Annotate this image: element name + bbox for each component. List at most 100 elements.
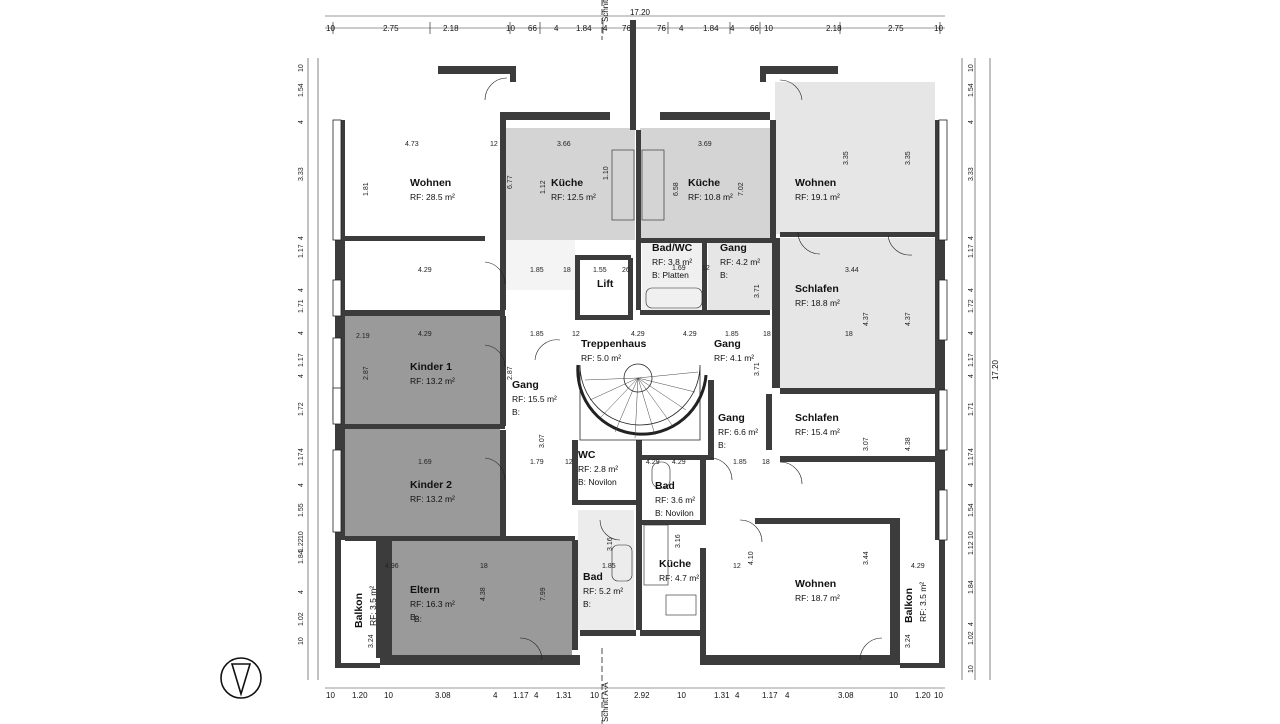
room-area: RF: 10.8 m² — [688, 192, 733, 202]
dimension-value: 1.71 — [298, 299, 305, 313]
interior-dimension: 26 — [622, 267, 630, 274]
room-name: Bad — [583, 571, 603, 583]
dimension-value: 10 — [298, 64, 305, 72]
dimension-value: 10 — [677, 691, 686, 700]
room-name-balkon-east: Balkon — [903, 588, 915, 623]
dimension-value: 66 — [750, 24, 759, 33]
dimension-value: 2.18 — [443, 24, 459, 33]
room-name: Eltern — [410, 584, 440, 596]
dimension-value: 10 — [326, 24, 335, 33]
room-area-balkon-west: RF: 3.5 m² — [368, 586, 378, 626]
room-area: RF: 18.8 m² — [795, 298, 840, 308]
dimension-value: 1.31 — [714, 691, 730, 700]
dimension-value: 1.17 — [513, 691, 529, 700]
dimension-value: 4 — [534, 691, 539, 700]
room-floor-balkon-west: B: — [414, 614, 422, 624]
interior-dimension: 3.07 — [863, 437, 870, 451]
north-arrow — [220, 657, 262, 699]
dimension-value: 2.75 — [888, 24, 904, 33]
room-area: RF: 4.1 m² — [714, 353, 754, 363]
room-name-balkon-west: Balkon — [353, 593, 365, 628]
room-floor: B: — [512, 407, 520, 417]
dimension-value: 1.84 — [703, 24, 719, 33]
dimension-value: 1.17 — [762, 691, 778, 700]
room-name: Lift — [597, 278, 614, 290]
left-dimension-chain — [307, 58, 319, 680]
interior-dimension: 3.44 — [863, 551, 870, 565]
dimension-value: 1.17 — [968, 452, 975, 466]
dimension-value: 3.33 — [298, 167, 305, 181]
room-area: RF: 2.8 m² — [578, 464, 618, 474]
dimension-value: 1.20 — [352, 691, 368, 700]
dimension-value: 4 — [298, 448, 305, 452]
interior-dimension: 3.16 — [607, 537, 614, 551]
interior-dimension: 4.29 — [418, 267, 432, 274]
room-area: RF: 13.2 m² — [410, 494, 455, 504]
room-area: RF: 18.7 m² — [795, 593, 840, 603]
interior-dimension: 7.02 — [738, 182, 745, 196]
room-floor: B: — [720, 270, 728, 280]
right-dimension-labels: 101.5443.3341.1741.7241.1741.7141.1741.5… — [968, 64, 975, 673]
interior-dimension: 3.71 — [754, 284, 761, 298]
dimension-value: 10 — [298, 637, 305, 645]
interior-dimension: 1.85 — [602, 563, 616, 570]
dimension-value: 1.17 — [298, 353, 305, 367]
interior-dimension: 1.55 — [593, 267, 607, 274]
interior-dimension: 3.69 — [698, 141, 712, 148]
interior-dimension: 2.87 — [363, 366, 370, 380]
room-name: Treppenhaus — [581, 338, 647, 350]
dimension-value: 4 — [298, 236, 305, 240]
dimension-value: 2.75 — [383, 24, 399, 33]
room-label-kinder1: Kinder 1RF: 13.2 m² — [410, 361, 455, 386]
room-name: Wohnen — [795, 578, 836, 590]
interior-dimension: 1.69 — [672, 265, 686, 272]
room-floor: B: Novilon — [578, 477, 617, 487]
room-name: Kinder 2 — [410, 479, 452, 491]
room-area: RF: 28.5 m² — [410, 192, 455, 202]
dimension-value: 4 — [679, 24, 684, 33]
dimension-value: 1.84 — [968, 580, 975, 594]
interior-dimension: 4.29 — [672, 459, 686, 466]
room-area: RF: 5.0 m² — [581, 353, 621, 363]
right-dimension-chain — [961, 58, 991, 680]
room-floor: B: Platten — [652, 270, 689, 280]
interior-dimension: 4.29 — [418, 331, 432, 338]
room-name: Bad/WC — [652, 242, 693, 254]
dimension-value: 76 — [657, 24, 666, 33]
interior-dimension: 1.85 — [530, 267, 544, 274]
dimension-value: 10 — [326, 691, 335, 700]
dimension-value: 1.54 — [968, 503, 975, 517]
interior-dimension: 2.87 — [507, 366, 514, 380]
room-area: RF: 15.5 m² — [512, 394, 557, 404]
dimension-value: 4 — [554, 24, 559, 33]
left-dimension-labels: 101.5443.3341.1741.7141.1741.7241.1741.5… — [298, 64, 305, 645]
room-name: Küche — [659, 558, 691, 570]
dimension-value: 1.12 — [968, 541, 975, 555]
dimension-value: 10 — [889, 691, 898, 700]
room-label-kinder2: Kinder 2 RF: 13.2 m² — [410, 479, 455, 504]
sanitary-fixtures — [611, 149, 703, 616]
dimension-value: 4 — [968, 374, 975, 378]
dimension-value: 2.92 — [634, 691, 650, 700]
dimension-value: 4 — [298, 331, 305, 335]
room-area: RF: 16.3 m² — [410, 599, 455, 609]
dimension-value: 10 — [968, 665, 975, 673]
dimension-value: 66 — [528, 24, 537, 33]
dimension-value: 2.18 — [826, 24, 842, 33]
dimension-value: 1.55 — [298, 503, 305, 517]
section-label-top: Schnitt — [601, 0, 610, 22]
dimension-value: 1.17 — [968, 353, 975, 367]
